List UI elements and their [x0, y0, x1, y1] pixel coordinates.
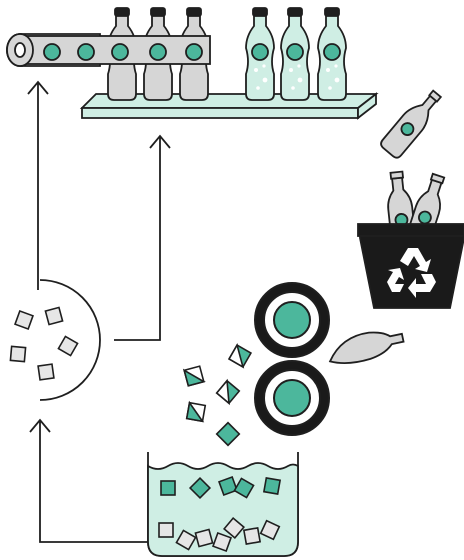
label-dot [185, 43, 203, 61]
glass-fragment-icon [37, 363, 55, 381]
arrow-to-label-roll-icon [27, 80, 49, 290]
bottle-icon [245, 7, 275, 101]
label-dot [77, 43, 95, 61]
glass-fragment-icon [218, 476, 238, 496]
recycling-bin-icon [357, 170, 464, 309]
label-dot [43, 43, 61, 61]
glass-fragment-icon [215, 378, 241, 406]
glass-fragment-icon [227, 342, 253, 369]
glass-bottle-icon [380, 89, 443, 159]
glass-fragment-icon [212, 532, 232, 552]
arrow-to-conveyor-icon [114, 134, 171, 341]
arrow-to-sorting-icon [29, 418, 148, 543]
glass-fragment-icon [182, 365, 206, 387]
sorting-boundary [39, 279, 101, 401]
glass-fragment-icon [233, 477, 255, 499]
tank-contents [158, 476, 282, 552]
glass-fragment-icon [242, 526, 262, 546]
glass-fragment-icon [175, 529, 197, 551]
glass-fragment-icon [188, 476, 212, 500]
crusher-rollers-icon [254, 282, 330, 436]
sorting-area [39, 279, 101, 401]
glass-fragment-icon [158, 522, 174, 538]
glass-fragment-icon [14, 310, 34, 330]
glass-fragment-icon [44, 306, 64, 326]
label-dot [149, 43, 167, 61]
glass-fragment-icon [215, 421, 241, 447]
glass-fragment-icon [262, 476, 282, 496]
glass-fragment-icon [185, 400, 207, 423]
glass-fragment-icon [223, 517, 245, 539]
label-dots [43, 43, 203, 61]
crushed-bottle-icon [328, 331, 405, 365]
glass-fragment-icon [57, 335, 79, 357]
glass-fragment-icon [259, 519, 281, 541]
label-dot [111, 43, 129, 61]
filled-bottles [245, 7, 347, 101]
bottle-icon [317, 7, 347, 101]
label-strip [6, 33, 211, 67]
glass-fragment-icon [194, 528, 214, 548]
recycle-symbol-icon [387, 248, 436, 298]
bottle-icon [280, 7, 310, 101]
glass-fragment-icon [9, 345, 27, 363]
glass-fragments [9, 306, 253, 447]
flow-arrows [27, 80, 171, 543]
glass-fragment-icon [160, 480, 176, 496]
